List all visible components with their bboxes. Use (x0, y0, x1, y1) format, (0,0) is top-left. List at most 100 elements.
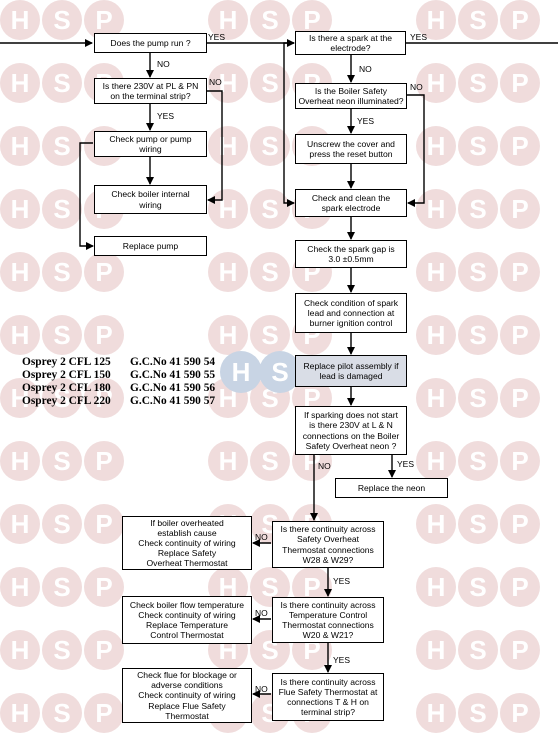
watermark-letter: S (53, 5, 70, 35)
watermark-letter: S (53, 635, 70, 665)
watermark-center-circle (220, 351, 262, 393)
watermark-circle (458, 378, 498, 418)
watermark-circle (42, 189, 82, 229)
watermark-letter: S (53, 572, 70, 602)
model-name: Osprey 2 CFL 150 (22, 369, 111, 381)
watermark-circle (0, 693, 40, 733)
watermark-letter: H (427, 446, 446, 476)
watermark-letter: S (469, 572, 486, 602)
watermark-circle (416, 378, 456, 418)
watermark-letter: H (219, 320, 238, 350)
watermark-circle (416, 63, 456, 103)
watermark-letter: S (469, 257, 486, 287)
watermark-circle (42, 63, 82, 103)
watermark-circle (42, 252, 82, 292)
watermark-letter: S (261, 68, 278, 98)
watermark-letter: H (427, 131, 446, 161)
watermark-circle (84, 252, 124, 292)
replace-pump-box: Replace pump (94, 236, 207, 256)
watermark-circle (458, 63, 498, 103)
watermark-circle (500, 189, 540, 229)
watermark-letter: H (11, 446, 30, 476)
watermark-letter: H (11, 698, 30, 728)
unscrew-cover-box: Unscrew the cover and press the reset bu… (295, 134, 407, 164)
watermark-letter: P (511, 572, 528, 602)
check-spark-gap-box: Check the spark gap is 3.0 ±0.5mm (295, 240, 407, 268)
label-spark-no: NO (359, 64, 372, 74)
watermark-letter: P (511, 194, 528, 224)
replace-neon-box: Replace the neon (335, 478, 448, 498)
check-clean-electrode-box: Check and clean the spark electrode (295, 189, 407, 217)
watermark-circle (42, 315, 82, 355)
watermark-letter: P (95, 698, 112, 728)
watermark-circle (0, 126, 40, 166)
watermark-letter: P (511, 383, 528, 413)
watermark-letter: S (261, 572, 278, 602)
watermark-circle (0, 189, 40, 229)
label-voltage-no: NO (209, 77, 222, 87)
watermark-circle (0, 567, 40, 607)
watermark-letter: H (11, 257, 30, 287)
watermark-letter: S (261, 320, 278, 350)
watermark-circle (500, 315, 540, 355)
watermark-letter: S (469, 446, 486, 476)
watermark-circle (0, 378, 40, 418)
check-flue-blockage-box: Check flue for blockage or adverse condi… (122, 668, 252, 723)
watermark-circle (208, 126, 248, 166)
watermark-circle (84, 315, 124, 355)
watermark-letter: H (11, 320, 30, 350)
watermark-letter: P (303, 383, 320, 413)
watermark-letter: S (469, 194, 486, 224)
watermark-circle (250, 63, 290, 103)
watermark-circle (208, 441, 248, 481)
watermark-letter: P (511, 698, 528, 728)
watermark-circle (42, 441, 82, 481)
watermark-circle (458, 0, 498, 40)
watermark-circle (0, 252, 40, 292)
watermark-circle (0, 630, 40, 670)
watermark-letter: S (53, 320, 70, 350)
watermark-letter: P (95, 572, 112, 602)
watermark-circle (42, 567, 82, 607)
watermark-letter: H (427, 320, 446, 350)
watermark-circle (500, 378, 540, 418)
watermark-letter: S (469, 509, 486, 539)
watermark-circle (208, 315, 248, 355)
watermark-letter: S (53, 383, 70, 413)
check-flow-temp-box: Check boiler flow temperature Check cont… (122, 596, 252, 644)
watermark-letter: H (427, 5, 446, 35)
spark-at-electrode-decision: Is there a spark at the electrode? (295, 31, 406, 55)
watermark-circle (458, 315, 498, 355)
watermark-letter: P (511, 509, 528, 539)
watermark-letter: H (11, 5, 30, 35)
watermark-letter: H (427, 257, 446, 287)
watermark-circle (250, 315, 290, 355)
watermark-circle (42, 126, 82, 166)
watermark-letter: P (303, 572, 320, 602)
label-overheat-yes: YES (333, 576, 351, 586)
watermark-circle (208, 63, 248, 103)
watermark-letter: P (511, 68, 528, 98)
watermark-letter: P (511, 5, 528, 35)
watermark-letter: S (261, 446, 278, 476)
watermark-circle (500, 126, 540, 166)
watermark-letter: H (219, 5, 238, 35)
watermark-circle (416, 252, 456, 292)
label-flue-no: NO (255, 684, 268, 694)
watermark-circle (208, 0, 248, 40)
continuity-overheat-decision: Is there continuity across Safety Overhe… (272, 521, 384, 568)
label-neon-yes: YES (357, 116, 375, 126)
label-overheat-no: NO (255, 532, 268, 542)
watermark-letter: P (95, 383, 112, 413)
watermark-letter: H (427, 383, 446, 413)
watermark-circle (416, 630, 456, 670)
watermark-letter: H (427, 194, 446, 224)
watermark-circle (500, 630, 540, 670)
continuity-flue-decision: Is there continuity across Flue Safety T… (272, 673, 384, 721)
watermark-circle (416, 441, 456, 481)
watermark-letter: P (511, 131, 528, 161)
watermark-letter: P (95, 5, 112, 35)
